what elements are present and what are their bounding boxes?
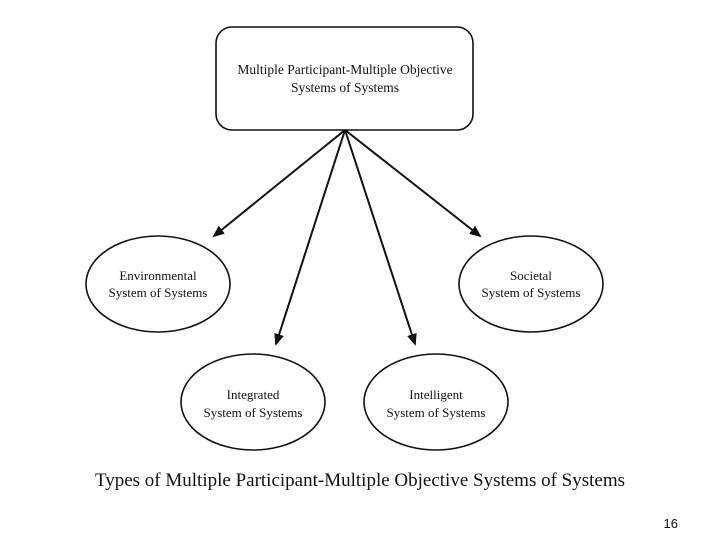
figure-caption: Types of Multiple Participant-Multiple O… <box>94 470 626 491</box>
root-node: Multiple Participant-Multiple Objective … <box>215 26 474 131</box>
integrated-label-line1: Integrated <box>227 387 280 402</box>
arrow-to-integrated <box>274 129 346 346</box>
node-environmental: Environmental System of Systems <box>85 235 231 333</box>
societal-label-line1: Societal <box>510 268 552 283</box>
node-intelligent: Intelligent System of Systems <box>363 353 509 451</box>
node-integrated: Integrated System of Systems <box>180 353 326 451</box>
environmental-ellipse <box>85 235 231 333</box>
societal-label-line2: System of Systems <box>482 285 581 300</box>
root-box <box>215 26 474 131</box>
root-label-line2: Systems of Systems <box>291 80 399 95</box>
arrow-to-societal <box>344 129 482 238</box>
environmental-label-line2: System of Systems <box>109 285 208 300</box>
node-societal: Societal System of Systems <box>458 235 604 333</box>
intelligent-ellipse <box>363 353 509 451</box>
intelligent-label-line1: Intelligent <box>409 387 463 402</box>
integrated-ellipse <box>180 353 326 451</box>
environmental-label-line1: Environmental <box>119 268 197 283</box>
societal-ellipse <box>458 235 604 333</box>
root-label-line1: Multiple Participant-Multiple Objective <box>237 62 452 77</box>
arrow-to-intelligent <box>344 129 417 346</box>
integrated-label-line2: System of Systems <box>204 405 303 420</box>
intelligent-label-line2: System of Systems <box>387 405 486 420</box>
arrow-to-environmental <box>212 129 346 238</box>
page-number: 16 <box>663 516 678 531</box>
